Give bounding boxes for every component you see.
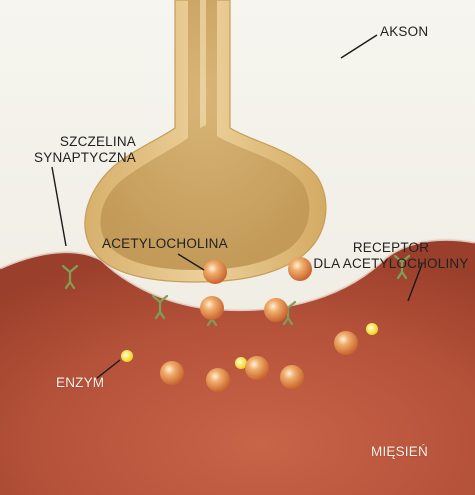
label-enzyme: ENZYM <box>56 375 104 390</box>
vesicle <box>203 260 227 284</box>
label-cleft-line1: SZCZELINA <box>4 134 136 149</box>
axon-highlight <box>200 0 206 128</box>
vesicle <box>160 361 184 385</box>
label-receptor-line1: RECEPTOR <box>312 240 470 255</box>
vesicle <box>288 257 312 281</box>
enzyme-particle <box>121 350 133 362</box>
label-muscle: MIĘSIEŃ <box>371 444 428 459</box>
vesicle <box>200 296 224 320</box>
label-axon: AKSON <box>380 24 428 39</box>
label-receptor-line2: DLA ACETYLOCHOLINY <box>312 256 470 271</box>
vesicle <box>334 331 358 355</box>
enzyme-particle <box>366 323 378 335</box>
label-cleft-line2: SYNAPTYCZNA <box>4 150 136 165</box>
vesicle <box>245 356 269 380</box>
label-acetylcholine: ACETYLOCHOLINA <box>102 236 228 251</box>
vesicle <box>280 365 304 389</box>
vesicle <box>206 368 230 392</box>
vesicle <box>264 298 288 322</box>
